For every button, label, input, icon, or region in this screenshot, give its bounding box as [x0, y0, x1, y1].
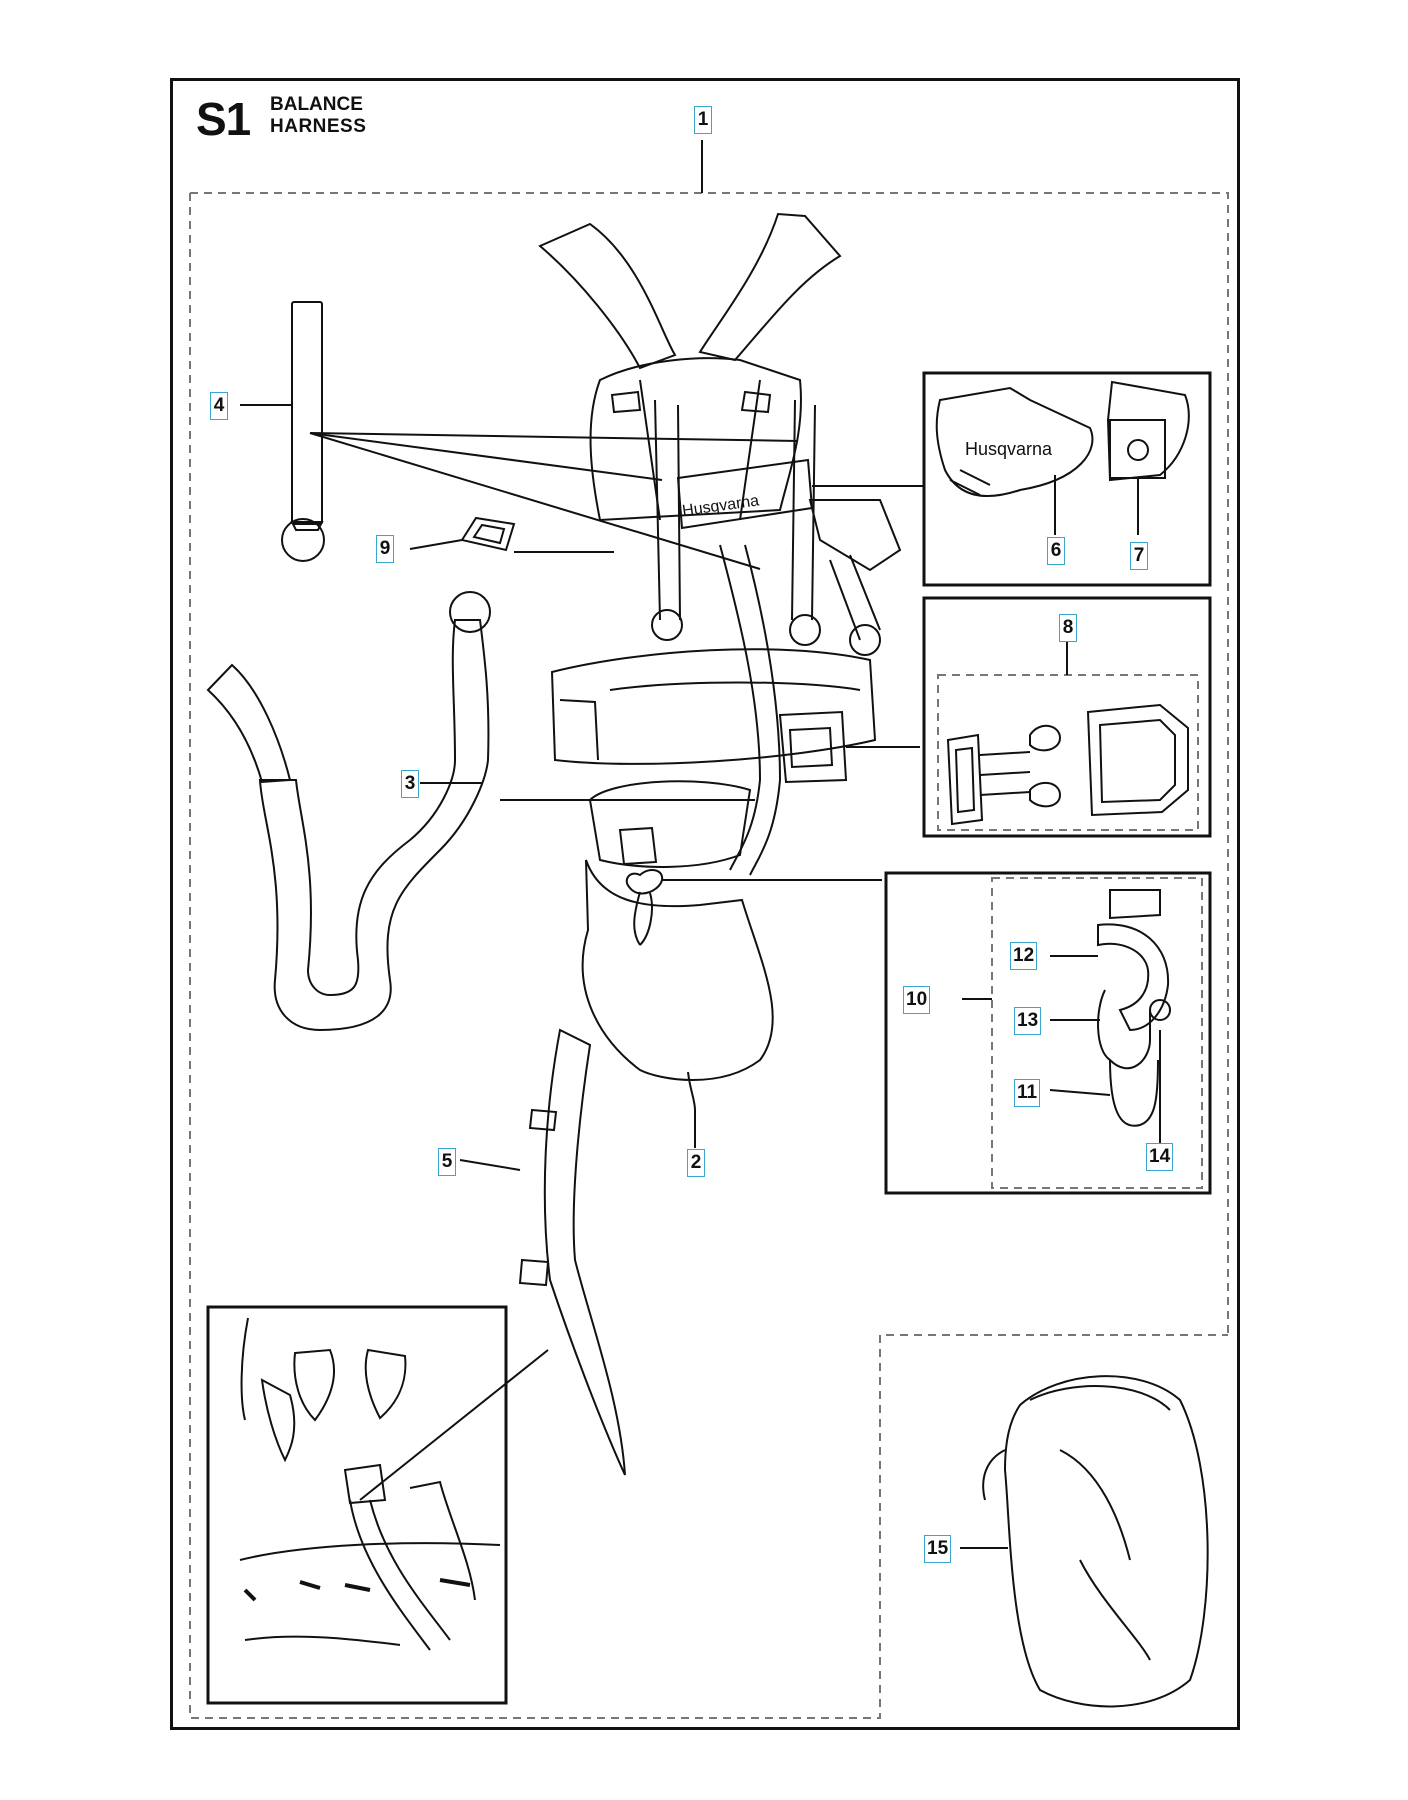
callout-15: 15 [924, 1535, 952, 1563]
callout-10: 10 [903, 986, 931, 1014]
title-line-2: HARNESS [270, 116, 367, 137]
callout-6: 6 [1047, 537, 1065, 565]
callout-7: 7 [1130, 542, 1148, 570]
callout-4: 4 [210, 392, 228, 420]
callout-12: 12 [1010, 942, 1038, 970]
callout-1: 1 [694, 106, 712, 134]
title-line-1: BALANCE [270, 94, 363, 115]
chest-logo: Husqvarna [681, 492, 760, 520]
section-code: S1 [196, 93, 251, 145]
callout-13: 13 [1014, 1007, 1042, 1035]
callout-9: 9 [376, 535, 394, 563]
callout-11: 11 [1014, 1079, 1041, 1107]
diagram-frame [170, 78, 1240, 1730]
callout-14: 14 [1146, 1143, 1174, 1171]
inset-logo: Husqvarna [965, 439, 1053, 459]
callout-5: 5 [438, 1148, 456, 1176]
callout-8: 8 [1059, 614, 1077, 642]
callout-3: 3 [401, 770, 419, 798]
callout-2: 2 [687, 1149, 705, 1177]
